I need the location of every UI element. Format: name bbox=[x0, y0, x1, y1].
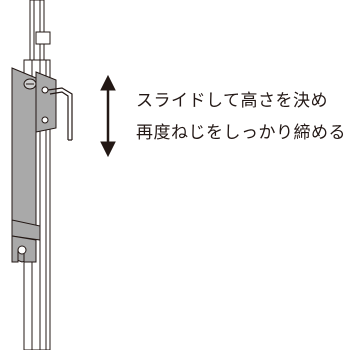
instruction-line-2: 再度ねじをしっかり締める bbox=[136, 123, 346, 143]
hex-key-icon bbox=[47, 87, 73, 141]
double-arrow-icon bbox=[100, 74, 116, 158]
bracket bbox=[11, 67, 57, 263]
instruction-line-1: スライドして高さを決め bbox=[136, 91, 328, 111]
